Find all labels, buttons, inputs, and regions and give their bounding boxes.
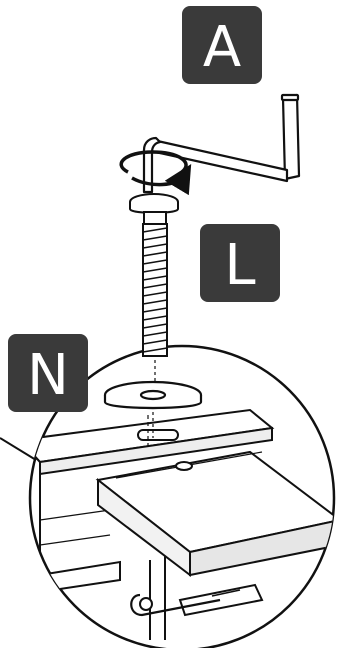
label-badge-l: L [200,224,280,302]
label-l-text: L [224,233,255,298]
hex-key [144,95,299,192]
label-badge-n: N [8,334,88,412]
label-badge-a: A [182,6,262,84]
label-n-text: N [27,343,69,408]
clockwise-rotation-arrow-icon [121,152,186,185]
leader-line [0,438,36,460]
label-a-text: A [203,15,241,80]
